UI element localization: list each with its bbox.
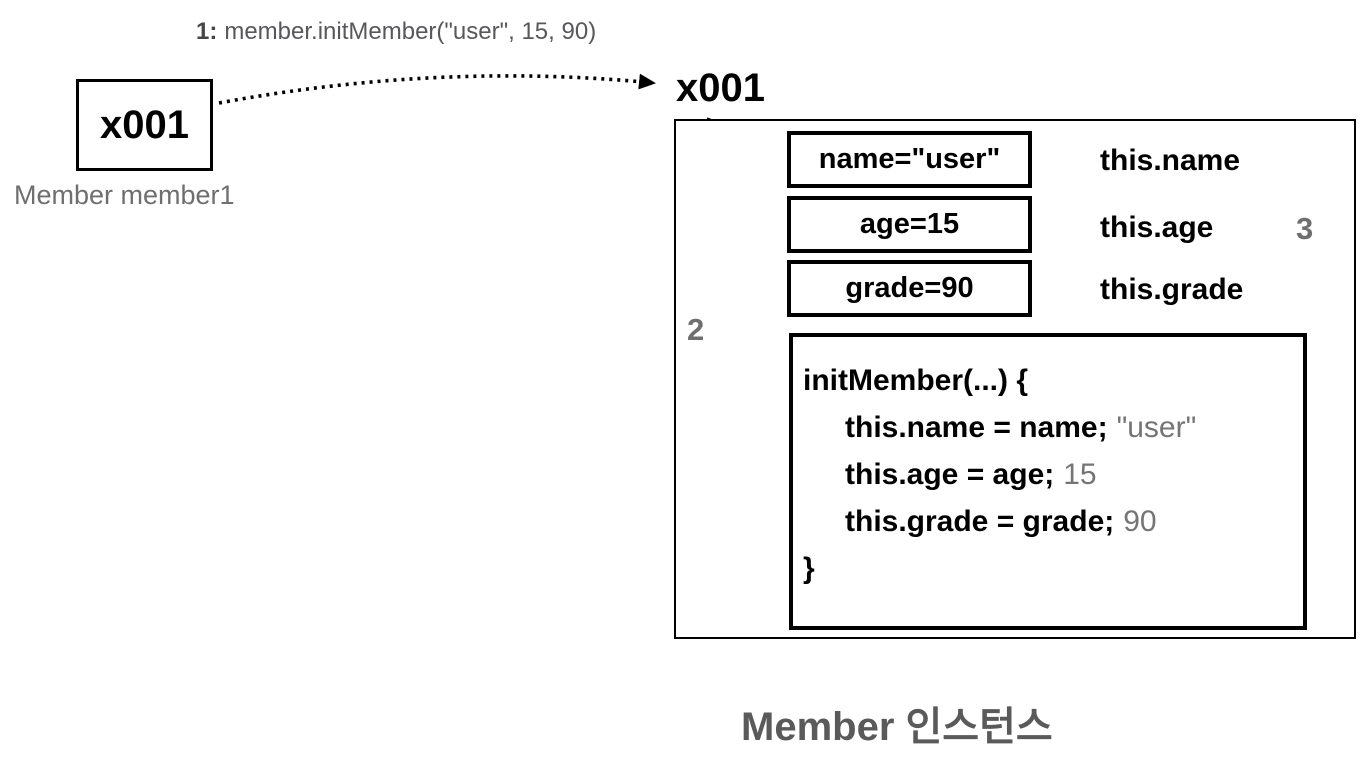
field-box-age: age=15 — [787, 196, 1032, 253]
reference-to-instance-arrow — [218, 73, 656, 105]
step-number-2: 2 — [687, 312, 705, 347]
step-number-3: 3 — [1296, 211, 1314, 246]
method-line-grade-runtime-value: 90 — [1123, 505, 1157, 538]
field-age-value: age=15 — [859, 208, 960, 240]
method-line-age-code: this.age = age; — [845, 458, 1055, 491]
field-box-grade: grade=90 — [787, 260, 1032, 317]
method-line-name: this.name = name;"user" — [803, 404, 1303, 451]
call-expression: member.initMember("user", 15, 90) — [224, 18, 597, 45]
method-code-box: initMember(...) { this.name = name;"user… — [789, 333, 1307, 630]
method-line-name-code: this.name = name; — [845, 411, 1108, 444]
call-step-number: 1: — [196, 18, 218, 45]
method-line-name-runtime-value: "user" — [1116, 411, 1197, 444]
field-grade-value: grade=90 — [845, 272, 974, 304]
method-line-age: this.age = age;15 — [803, 451, 1303, 498]
pointer-label-this-grade: this.grade — [1100, 273, 1244, 306]
field-box-name: name="user" — [787, 131, 1032, 188]
method-line-age-runtime-value: 15 — [1063, 458, 1097, 491]
reference-variable-label: Member member1 — [14, 180, 235, 210]
pointer-label-this-name: this.name — [1100, 144, 1241, 177]
instance-address-label: x001 — [676, 66, 765, 110]
reference-address: x001 — [100, 102, 189, 147]
field-name-value: name="user" — [818, 143, 1001, 175]
diagram-title: Member 인스턴스 — [741, 705, 1053, 749]
method-footer: } — [803, 552, 815, 585]
reference-variable-box: x001 — [76, 79, 213, 171]
method-header: initMember(...) { — [803, 364, 1029, 397]
method-line-grade-code: this.grade = grade; — [845, 505, 1115, 538]
pointer-label-this-age: this.age — [1100, 211, 1214, 244]
call-annotation: 1:member.initMember("user", 15, 90) — [196, 18, 596, 46]
method-line-grade: this.grade = grade;90 — [803, 498, 1303, 545]
